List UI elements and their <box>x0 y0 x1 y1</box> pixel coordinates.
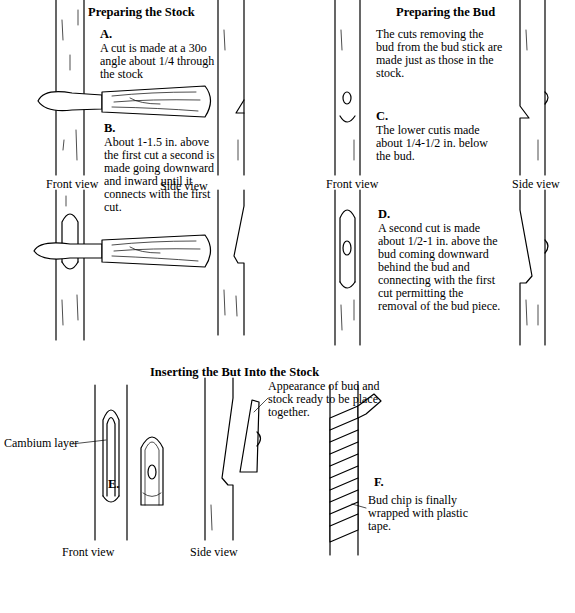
stock-side-view <box>218 190 244 335</box>
bud-stick-side-view-stroke <box>545 240 548 253</box>
bud-stick-front-view-stroke <box>341 30 354 160</box>
step-note: About 1-1.5 in. above the first cut a se… <box>104 136 222 214</box>
prepared-stock-front-stroke <box>103 496 119 502</box>
section-title: Preparing the Bud <box>396 6 495 19</box>
stock-side-view <box>218 0 244 175</box>
bud-stick-front-view-stroke <box>359 0 360 175</box>
stock-front-view-stroke <box>83 190 84 340</box>
step-letter: B. <box>104 122 115 135</box>
prepared-stock-side-stroke <box>211 505 212 530</box>
step-note: Appearance of bud and stock ready to be … <box>268 380 398 419</box>
bud-chip-front-stroke <box>148 465 156 479</box>
bud-stick-side-view-stroke <box>544 190 545 345</box>
bud-stick-front-view-stroke <box>340 116 355 122</box>
budding-knife <box>34 235 211 267</box>
bud-stick-front-view-stroke <box>343 241 351 255</box>
prepared-stock-side-stroke <box>222 378 233 540</box>
bud-stick-front-view-stroke <box>359 190 360 345</box>
stock-front-view-stroke <box>55 0 56 175</box>
stock-front-view <box>56 190 84 340</box>
stock-side-view-stroke <box>234 190 244 335</box>
bud-chip-side-stroke <box>254 398 268 412</box>
view-label: Cambium layer <box>4 437 78 450</box>
bud-chip-side-stroke <box>257 432 261 446</box>
bud-stick-side-view-stroke <box>520 190 532 345</box>
bud-chip-side-stroke <box>240 400 259 472</box>
step-note: The lower cutis made about 1/4-1/2 in. b… <box>376 124 500 163</box>
bud-stick-side-view-stroke <box>545 92 548 104</box>
bud-chip-front-stroke <box>141 437 163 505</box>
bud-stick-side-view <box>520 0 548 175</box>
wrapped-union-stroke <box>352 504 366 508</box>
bud-stick-front-view-stroke <box>340 282 355 288</box>
bud-stick-side-view-stroke <box>520 0 529 175</box>
view-label: Side view <box>190 546 238 559</box>
prepared-stock-front <box>72 385 127 540</box>
view-label: Front view <box>326 178 378 191</box>
wrapped-union-stroke <box>330 406 358 542</box>
stock-front-view <box>56 0 84 175</box>
bud-chip-front-stroke <box>143 493 161 497</box>
budding-knife-stroke <box>102 86 211 117</box>
bud-chip-front <box>141 437 163 505</box>
bud-stick-side-view-stroke <box>544 0 545 175</box>
step-note: Bud chip is finally wrapped with plastic… <box>368 494 472 533</box>
bud-stick-side-view-stroke <box>526 300 538 325</box>
bud-stick-side-view <box>520 190 548 345</box>
stock-side-view-stroke <box>217 190 218 335</box>
view-label: Side view <box>512 178 560 191</box>
step-letter: C. <box>376 110 388 123</box>
stock-side-view-stroke <box>224 290 237 316</box>
bud-stick-front-view-stroke <box>334 0 335 175</box>
wrapped-union-stroke <box>330 418 358 526</box>
stock-side-view-stroke <box>243 0 244 175</box>
view-label: Front view <box>46 178 98 191</box>
stock-front-view-stroke <box>62 196 78 325</box>
step-note: A cut is made at a 30o angle about 1/4 t… <box>100 42 220 81</box>
section-title: Preparing the Stock <box>88 6 195 19</box>
view-label: Front view <box>62 546 114 559</box>
bud-stick-front-view-stroke <box>341 300 354 330</box>
bud-chip-side <box>240 398 268 472</box>
stock-side-view-stroke <box>224 30 238 160</box>
stock-front-view-stroke <box>62 262 78 269</box>
stock-side-view-stroke <box>236 100 244 113</box>
budding-knife-stroke <box>112 241 200 261</box>
bud-stick-front-view <box>335 0 360 175</box>
prepared-stock-side-stroke <box>204 378 205 540</box>
step-letter: F. <box>374 476 384 489</box>
prepared-stock-side <box>205 378 233 540</box>
step-note: The cuts removing the bud from the bud s… <box>376 28 504 80</box>
prepared-stock-front-stroke <box>126 385 127 540</box>
step-letter: A. <box>100 28 112 41</box>
prepared-stock-front-stroke <box>103 410 119 496</box>
budding-knife-stroke <box>112 92 200 111</box>
bud-stick-front-view-stroke <box>340 210 355 282</box>
step-note: A second cut is made about 1/2-1 in. abo… <box>378 222 502 313</box>
stock-front-view-stroke <box>62 10 78 160</box>
bud-stick-front-view-stroke <box>343 92 351 104</box>
stock-side-view-stroke <box>217 0 218 175</box>
view-label: Side view <box>160 180 208 193</box>
bud-stick-front-view-stroke <box>334 190 335 345</box>
step-letter: E. <box>108 478 119 491</box>
budding-knife-stroke <box>38 92 102 111</box>
step-letter: D. <box>378 208 390 221</box>
budding-knife-stroke <box>102 235 211 267</box>
stock-front-view-stroke <box>55 190 56 340</box>
prepared-stock-front-stroke <box>94 385 95 540</box>
stock-front-view-stroke <box>83 0 84 175</box>
bud-stick-front-view <box>335 190 360 345</box>
section-title: Inserting the But Into the Stock <box>150 366 319 379</box>
budding-knife <box>38 86 211 117</box>
budding-knife-stroke <box>34 243 102 259</box>
bud-stick-side-view-stroke <box>526 30 538 160</box>
